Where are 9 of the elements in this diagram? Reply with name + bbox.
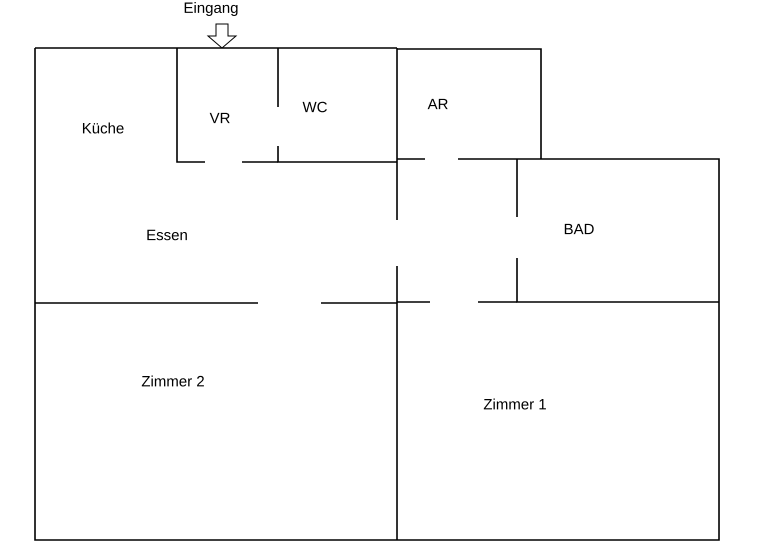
room-label: Eingang: [184, 2, 238, 16]
room-label: VR: [210, 112, 230, 124]
room-label: BAD: [564, 224, 594, 234]
room-label: Essen: [147, 230, 187, 240]
room-label: Küche: [82, 122, 124, 134]
room-label: AR: [428, 98, 448, 110]
room-label: WC: [302, 102, 327, 112]
room-label: Zimmer 1: [484, 398, 546, 410]
room-label: Zimmer 2: [142, 376, 204, 386]
